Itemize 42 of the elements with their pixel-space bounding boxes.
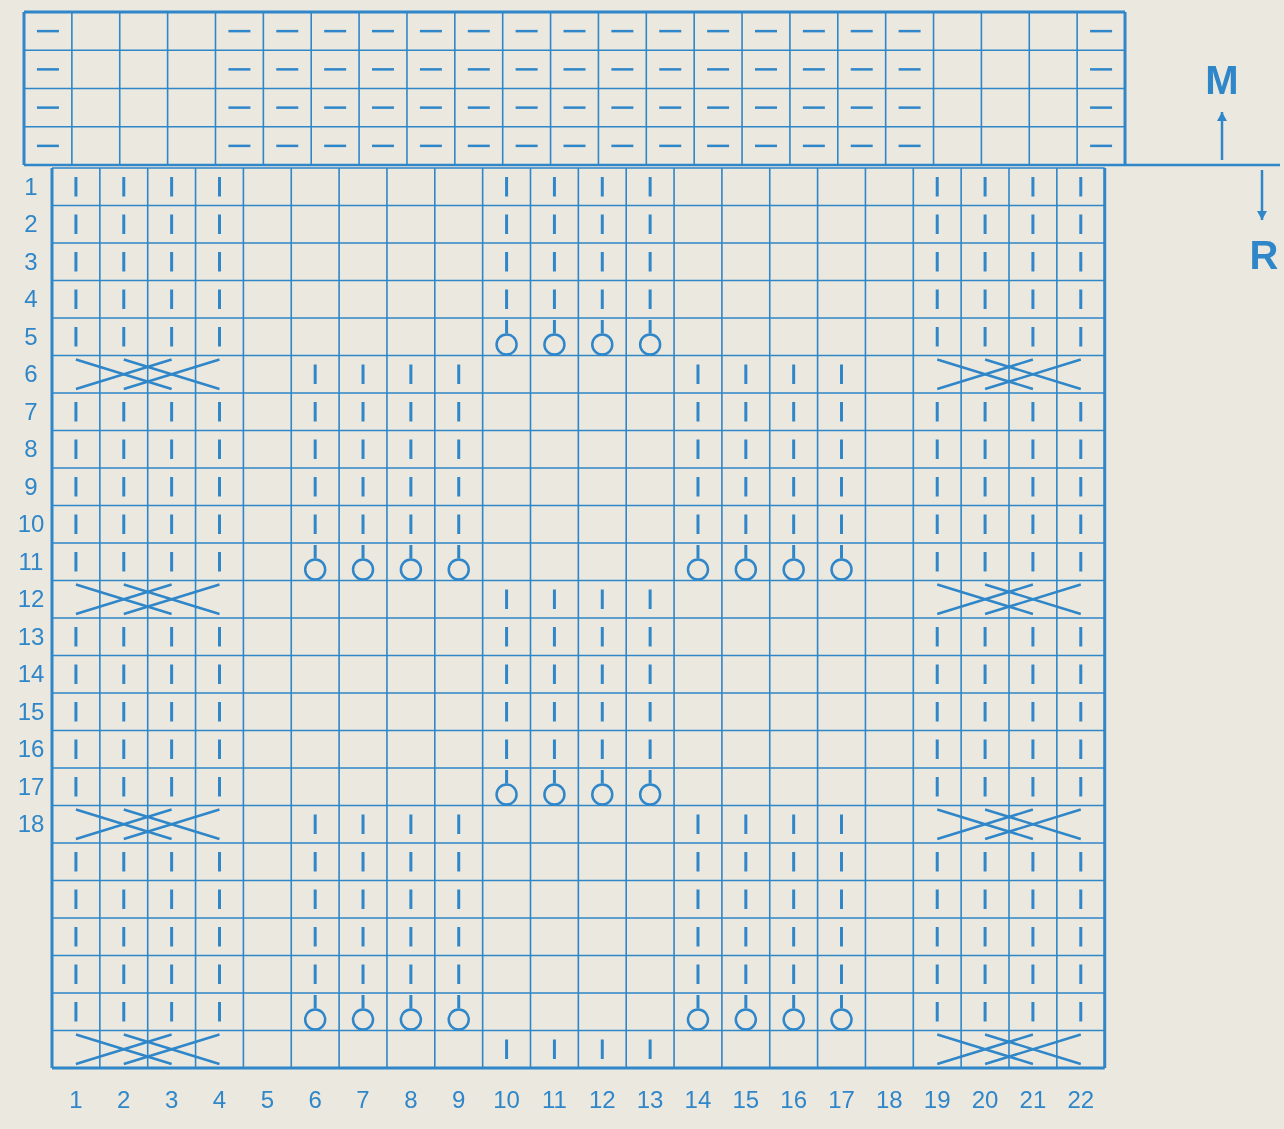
column-number: 14 [684,1087,712,1113]
section-letter: R [1249,234,1279,276]
row-number: 9 [24,473,38,500]
column-number: 1 [69,1087,83,1113]
column-number: 5 [260,1087,274,1113]
row-number: 3 [24,248,38,275]
column-number: 8 [404,1087,418,1113]
column-number: 13 [636,1087,664,1113]
section-letter: M [1205,59,1239,101]
row-number: 14 [17,661,45,688]
column-number: 18 [876,1087,903,1113]
row-number: 8 [24,436,38,463]
column-number: 3 [164,1087,179,1113]
column-number: 4 [212,1087,227,1113]
row-number: 13 [17,623,45,650]
column-number: 11 [541,1087,567,1113]
column-number: 12 [588,1087,616,1113]
row-number: 1 [24,173,38,200]
column-number: 9 [452,1087,466,1113]
row-number: 12 [17,586,45,613]
column-number: 6 [308,1087,322,1113]
row-number: 7 [24,398,38,425]
row-number: 2 [24,211,38,238]
column-number: 10 [493,1087,520,1113]
column-number: 16 [780,1087,807,1113]
row-number: 5 [24,323,38,350]
row-number: 18 [17,811,45,838]
row-number: 11 [18,548,44,575]
column-number: 7 [356,1087,370,1113]
column-number: 2 [117,1087,131,1113]
column-number: 15 [732,1087,760,1113]
column-number: 19 [923,1087,951,1113]
row-number: 10 [17,511,45,538]
row-number: 16 [17,736,45,763]
column-number: 21 [1019,1087,1047,1113]
row-number: 17 [17,773,45,800]
column-number: 20 [971,1087,999,1113]
column-number: 17 [828,1087,855,1113]
row-number: 6 [24,361,38,388]
row-number: 4 [24,286,38,313]
row-number: 15 [17,698,45,725]
column-number: 22 [1067,1087,1095,1113]
